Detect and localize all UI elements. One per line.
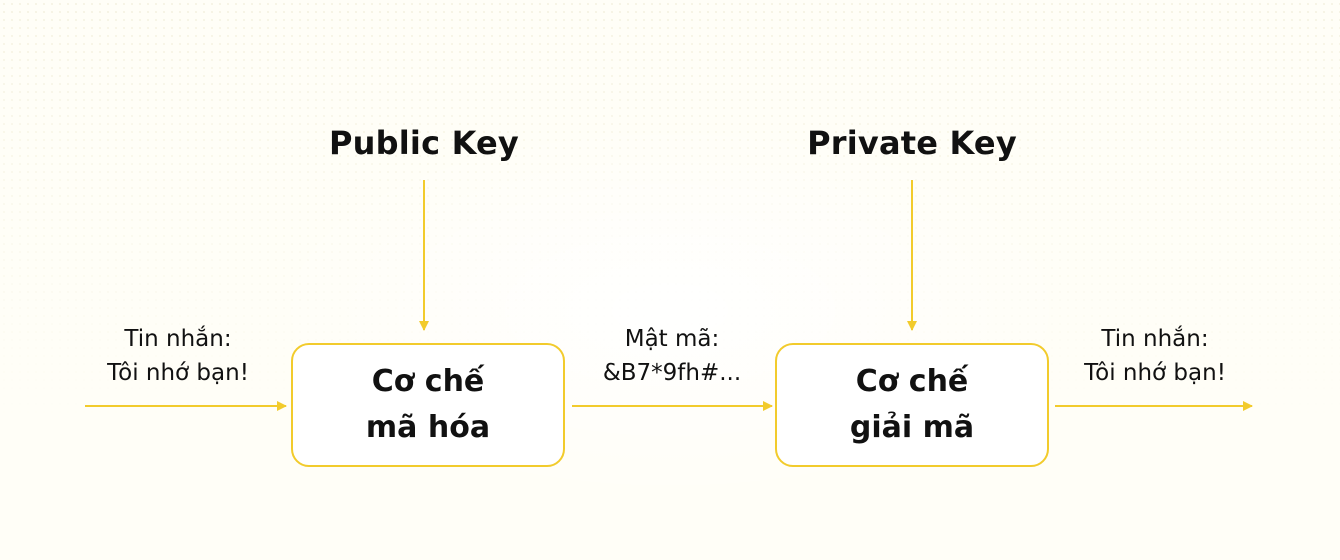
input-message-text: Tôi nhớ bạn!: [107, 360, 249, 386]
cipher-text-value: &B7*9fh#...: [602, 360, 742, 386]
encryption-box-line2: mã hóa: [365, 410, 491, 445]
public-key-label: Public Key: [329, 124, 519, 162]
output-message-text: Tôi nhớ bạn!: [1084, 360, 1226, 386]
encryption-box-line1: Cơ chế: [371, 364, 485, 399]
input-message: Tin nhắn: Tôi nhớ bạn!: [78, 322, 278, 390]
private-key-label: Private Key: [807, 124, 1017, 162]
output-message: Tin nhắn: Tôi nhớ bạn!: [1055, 322, 1255, 390]
output-message-title: Tin nhắn:: [1101, 326, 1209, 352]
decryption-box-line1: Cơ chế: [855, 364, 969, 399]
cipher-text-title: Mật mã:: [624, 326, 720, 352]
decryption-box-line2: giải mã: [849, 410, 975, 445]
cipher-text: Mật mã: &B7*9fh#...: [572, 322, 772, 390]
input-message-title: Tin nhắn:: [124, 326, 232, 352]
decryption-mechanism-box: Cơ chế giải mã: [775, 343, 1049, 467]
encryption-mechanism-box: Cơ chế mã hóa: [291, 343, 565, 467]
